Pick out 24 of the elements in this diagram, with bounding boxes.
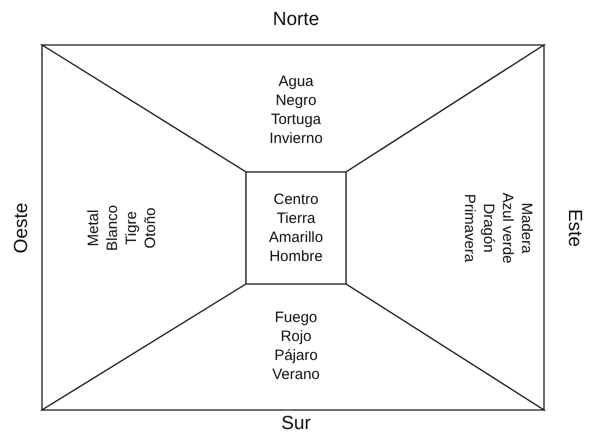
element-word: Tierra: [276, 209, 316, 228]
element-word: Hombre: [269, 247, 323, 266]
direction-label: Este: [563, 208, 585, 248]
element-word: Otoño: [141, 208, 160, 248]
element-word: Metal: [84, 210, 103, 246]
element-word: Rojo: [280, 327, 312, 346]
element-word: Azul verde: [498, 192, 517, 264]
direction-label: Oeste: [11, 202, 33, 254]
direction-label: Norte: [272, 9, 320, 31]
element-word: Verano: [272, 365, 320, 384]
element-word: Fuego: [274, 308, 318, 327]
element-word: Agua: [278, 72, 314, 91]
direction-label: Sur: [281, 413, 311, 435]
element-word: Pájaro: [274, 346, 318, 365]
element-word: Tigre: [122, 211, 141, 245]
element-word: Blanco: [103, 205, 122, 251]
element-word: Centro: [273, 190, 319, 209]
element-word: Dragón: [479, 203, 498, 253]
element-word: Invierno: [269, 129, 323, 148]
element-word: Negro: [276, 91, 316, 110]
element-word: Primavera: [460, 194, 479, 262]
element-word: Amarillo: [268, 228, 324, 247]
element-word: Madera: [517, 202, 536, 254]
element-word: Tortuga: [270, 110, 322, 129]
